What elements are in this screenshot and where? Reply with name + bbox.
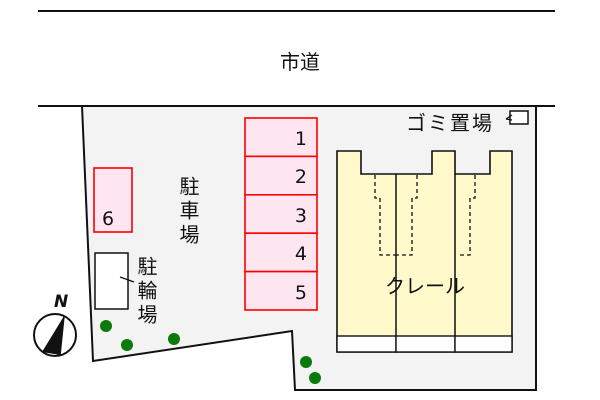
parking-space-2[interactable]: [244, 155, 318, 196]
garbage-leader-line: [505, 114, 513, 121]
tree-icon: [309, 372, 321, 384]
parking-space-5[interactable]: [244, 270, 318, 311]
parking-space-1[interactable]: [244, 117, 318, 158]
tree-icon: [100, 320, 112, 332]
tree-icon: [121, 339, 133, 351]
stair-outline-3: [458, 175, 476, 256]
north-arrow-icon: [33, 313, 77, 357]
garbage-area-label: ゴミ置場: [406, 111, 494, 135]
tree-icon: [168, 333, 180, 345]
stair-outline-2: [396, 175, 418, 256]
building-klair: [336, 150, 513, 353]
parking-space-5-label: 5: [294, 282, 307, 304]
parking-space-6-label: 6: [101, 208, 115, 230]
balcony-1: [336, 335, 397, 353]
garbage-box[interactable]: [509, 110, 529, 125]
road-label: 市道: [280, 50, 320, 74]
bicycle-leader-line: [119, 276, 135, 283]
bicycle-parking-box[interactable]: [94, 252, 129, 310]
stair-outline-1: [374, 175, 396, 256]
balcony-3: [454, 335, 513, 353]
parking-spaces-1-5: [244, 117, 318, 311]
balcony-2: [395, 335, 456, 353]
compass-north-label: N: [54, 292, 69, 312]
tree-icon: [300, 356, 312, 368]
building-name: クレール: [385, 274, 465, 298]
parking-space-4-label: 4: [294, 243, 307, 265]
parking-space-2-label: 2: [294, 166, 307, 188]
building-outline[interactable]: [336, 150, 513, 353]
parking-space-1-label: 1: [294, 128, 307, 150]
trees: [100, 320, 321, 384]
parking-lot-label: 駐車場: [176, 176, 200, 248]
parking-space-3-label: 3: [294, 205, 307, 227]
parking-space-6[interactable]: [93, 167, 133, 233]
bicycle-parking-label: 駐輪場: [134, 256, 158, 328]
